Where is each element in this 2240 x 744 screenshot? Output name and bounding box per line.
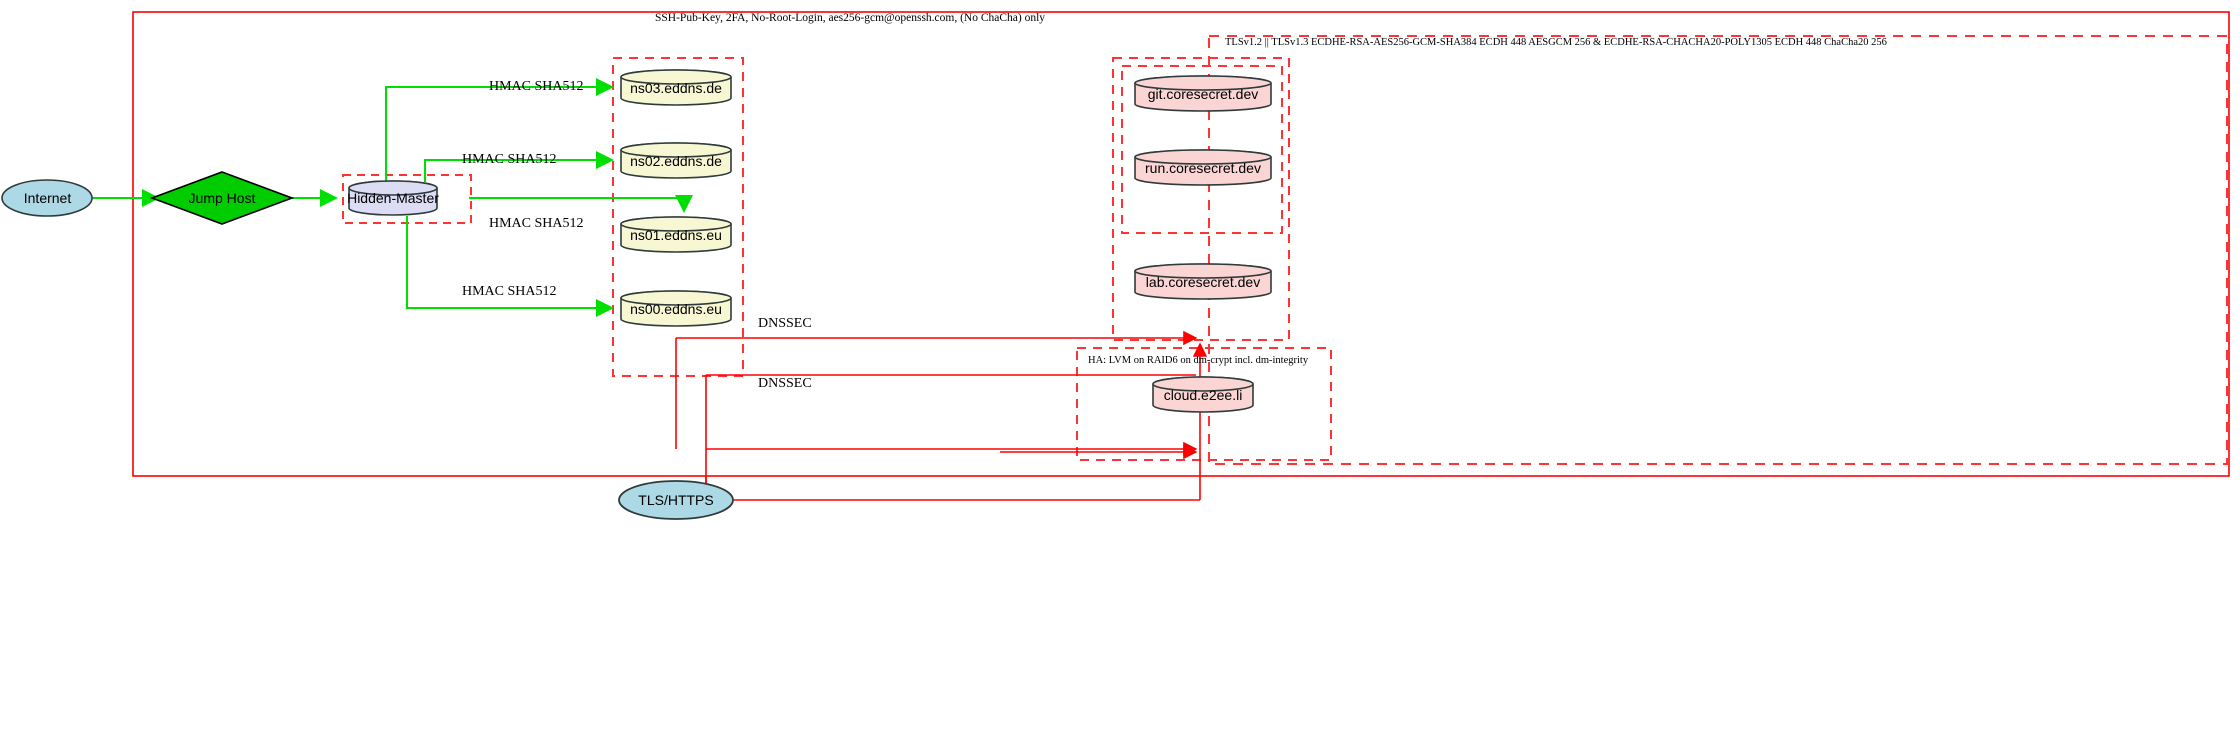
cluster-dns-zone	[612, 57, 744, 377]
node-ns02[interactable]	[620, 142, 732, 179]
edge-label-dnssec-upper: DNSSEC	[758, 316, 812, 331]
node-hidden-master[interactable]	[348, 180, 438, 216]
edge-label-hmac-ns01: HMAC SHA512	[489, 216, 584, 231]
cluster-ssh-zone	[132, 11, 2230, 477]
node-tls-https[interactable]	[618, 480, 734, 520]
edge-hiddenmaster-ns03	[385, 78, 614, 182]
edge-label-dnssec-lower: DNSSEC	[758, 376, 812, 391]
edge-hiddenmaster-ns02	[424, 151, 614, 182]
edge-label-hmac-ns00: HMAC SHA512	[462, 284, 557, 299]
edge-label-hmac-ns03: HMAC SHA512	[489, 79, 584, 94]
cluster-service-outer	[1112, 57, 1290, 341]
edge-label-hmac-ns02: HMAC SHA512	[462, 152, 557, 167]
node-cloud[interactable]	[1152, 376, 1254, 413]
cluster-tls-zone	[1208, 35, 2228, 465]
node-ns03[interactable]	[620, 69, 732, 106]
edge-hiddenmaster-ns01	[469, 195, 693, 213]
node-jump-host[interactable]	[149, 171, 295, 225]
node-lab[interactable]	[1134, 263, 1272, 300]
cluster-label-tls-zone: TLSv1.2 || TLSv1.3 ECDHE-RSA-AES256-GCM-…	[1225, 37, 1887, 48]
cluster-label-ha-zone: HA: LVM on RAID6 on dm-crypt incl. dm-in…	[1088, 355, 1309, 366]
cluster-label-ssh-zone: SSH-Pub-Key, 2FA, No-Root-Login, aes256-…	[655, 12, 1046, 24]
node-run[interactable]	[1134, 149, 1272, 186]
node-ns00[interactable]	[620, 290, 732, 327]
node-git[interactable]	[1134, 75, 1272, 112]
node-ns01[interactable]	[620, 216, 732, 253]
node-internet[interactable]	[1, 179, 93, 217]
cluster-ha-zone	[1076, 347, 1332, 461]
cluster-service-inner	[1121, 65, 1283, 234]
edge-hiddenmaster-ns00	[406, 216, 614, 317]
